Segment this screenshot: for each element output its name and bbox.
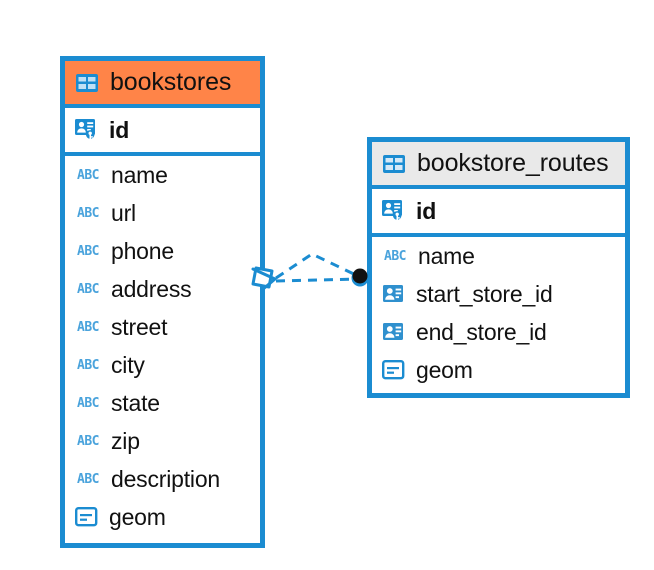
abc-text-icon: ABC [77,167,99,183]
field-row-zip[interactable]: ABC zip [65,422,260,460]
field-row-url[interactable]: ABC url [65,194,260,232]
field-row-street[interactable]: ABC street [65,308,260,346]
entity-table-bookstore-routes[interactable]: bookstore_routes [367,137,630,398]
field-label-url: url [111,199,136,226]
field-row-phone[interactable]: ABC phone [65,232,260,270]
primary-key-icon [381,198,407,224]
field-label-description: description [111,465,221,492]
abc-text-icon: ABC [77,281,99,297]
entity-title-bookstore-routes: bookstore_routes [417,149,609,177]
abc-text-icon: ABC [77,357,99,373]
field-label-geom: geom [109,503,166,530]
field-label-zip: zip [111,427,140,454]
abc-text-icon: ABC [77,319,99,335]
field-row-primary-key[interactable]: id [372,189,625,233]
field-row-name[interactable]: ABC name [65,156,260,194]
field-label-street: street [111,313,168,340]
primary-key-section-bookstores: id [65,108,260,156]
table-icon [74,70,100,96]
field-label-name: name [418,242,475,269]
primary-key-icon [74,117,100,143]
field-row-city[interactable]: ABC city [65,346,260,384]
field-label-start-store-id: start_store_id [416,280,553,307]
field-row-name[interactable]: ABC name [372,237,625,275]
abc-text-icon: ABC [77,243,99,259]
field-row-geom[interactable]: geom [372,351,625,389]
abc-text-icon: ABC [77,471,99,487]
table-icon [381,151,407,177]
field-label-geom: geom [416,356,473,383]
field-label-city: city [111,351,145,378]
entity-table-bookstores[interactable]: bookstores [60,56,265,548]
entity-header-bookstores[interactable]: bookstores [65,61,260,108]
relationship-line-upper [275,252,359,280]
field-list-bookstores: ABC name ABC url ABC phone ABC address A… [65,156,260,536]
field-row-address[interactable]: ABC address [65,270,260,308]
field-label-id: id [109,116,130,143]
field-label-state: state [111,389,160,416]
field-row-geom[interactable]: geom [65,498,260,536]
field-label-id: id [416,197,437,224]
field-label-phone: phone [111,237,174,264]
field-label-address: address [111,275,192,302]
field-row-start-store-id[interactable]: start_store_id [372,275,625,313]
entity-title-bookstores: bookstores [110,68,232,96]
geometry-icon [381,357,407,383]
relationship-line-lower [275,277,359,283]
field-row-description[interactable]: ABC description [65,460,260,498]
abc-text-icon: ABC [77,395,99,411]
filled-circle-endpoint [351,268,369,287]
field-row-end-store-id[interactable]: end_store_id [372,313,625,351]
geometry-icon [74,504,100,530]
field-label-name: name [111,161,168,188]
field-list-bookstore-routes: ABC name start_store_id [372,237,625,389]
entity-header-bookstore-routes[interactable]: bookstore_routes [372,142,625,189]
field-row-state[interactable]: ABC state [65,384,260,422]
abc-text-icon: ABC [77,205,99,221]
abc-text-icon: ABC [384,248,406,264]
field-row-primary-key[interactable]: id [65,108,260,152]
relationship-connector[interactable] [250,238,375,313]
abc-text-icon: ABC [77,433,99,449]
foreign-key-icon [381,281,407,307]
foreign-key-icon [381,319,407,345]
field-label-end-store-id: end_store_id [416,318,547,345]
primary-key-section-bookstore-routes: id [372,189,625,237]
